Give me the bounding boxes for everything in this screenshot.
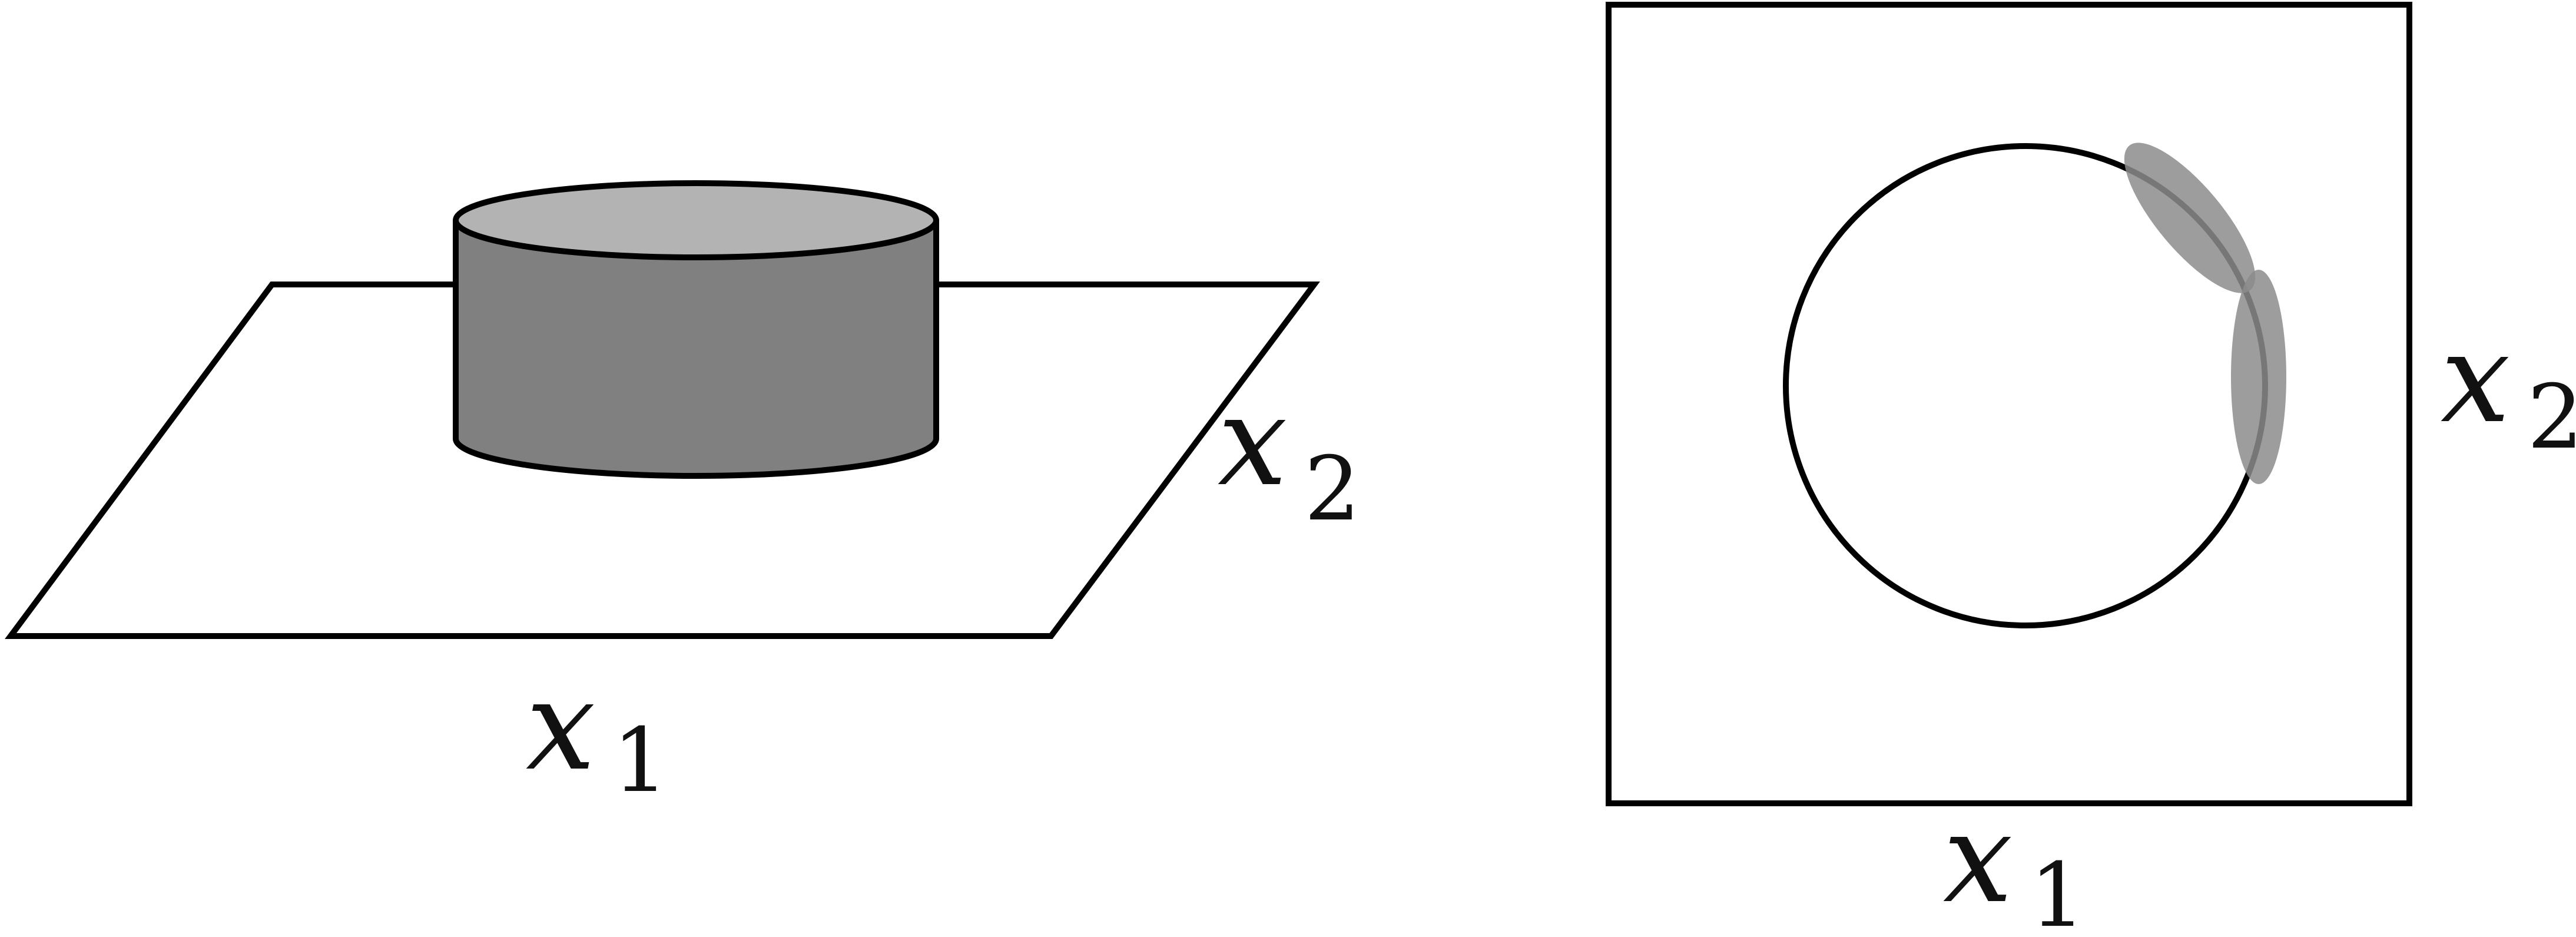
cylinder-side — [453, 217, 939, 479]
right-x2-symbol: x — [2441, 306, 2510, 451]
right-x1-subscript: 1 — [2030, 845, 2086, 937]
left-x1-subscript: 1 — [612, 710, 668, 812]
shaded-region-right — [2231, 270, 2286, 484]
right-x2-subscript: 2 — [2527, 366, 2576, 469]
left-x2-subscript: 2 — [1304, 438, 1360, 541]
domain-square — [1606, 2, 2412, 806]
shaded-region-upper — [2124, 143, 2256, 293]
left-x1-symbol: x — [526, 654, 595, 798]
left-x1-label: x 1 — [526, 654, 668, 812]
right-x2-label: x 2 — [2441, 306, 2576, 469]
left-x2-label: x 2 — [1218, 369, 1360, 541]
left-x2-symbol: x — [1218, 369, 1287, 514]
cylinder-top — [453, 180, 939, 260]
cylinder — [453, 180, 939, 479]
right-x1-symbol: x — [1943, 786, 2013, 931]
left-panel: x 2 x 1 — [5, 180, 1360, 812]
right-panel: x 2 x 1 — [1606, 2, 2576, 937]
right-x1-label: x 1 — [1943, 786, 2086, 937]
